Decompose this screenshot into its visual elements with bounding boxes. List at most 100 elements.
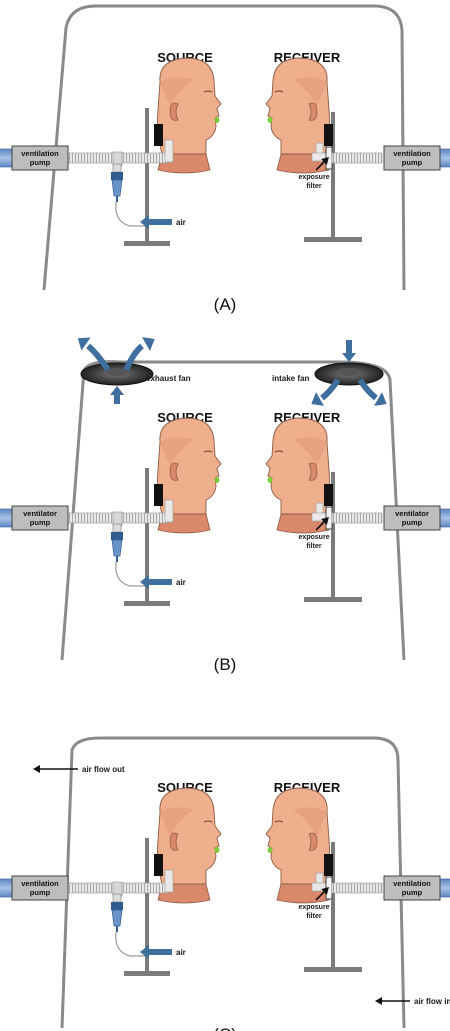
receiver-head: [265, 417, 333, 534]
ear: [308, 102, 318, 121]
air-arrow: [140, 575, 172, 589]
pump-label-line1: ventilation: [393, 879, 431, 888]
nebulizer: [111, 523, 123, 562]
air-flow-out-label: air flow out: [82, 765, 125, 774]
mount-block: [324, 124, 333, 146]
mouth: [214, 117, 220, 123]
pump-label-line1: ventilation: [21, 149, 59, 158]
pump-inlet: [0, 508, 13, 528]
air-supply-tube: [115, 931, 148, 957]
arrow-head: [321, 887, 329, 895]
air-supply-tube: [115, 201, 148, 227]
filter-label-line1: exposure: [298, 534, 329, 541]
arrow-head: [142, 337, 155, 351]
mouth: [214, 847, 220, 853]
pump-body: [383, 145, 441, 171]
head-shape: [265, 57, 330, 155]
intake-fan-hub: [339, 368, 359, 376]
intake-fan: [314, 362, 384, 386]
source-head: [154, 787, 222, 904]
filter-pointer: [315, 157, 329, 171]
pump-body: [383, 505, 441, 531]
arrow-head: [374, 392, 387, 406]
air-label: air: [176, 578, 186, 587]
arrow-shape: [140, 215, 172, 229]
intake-arrow-right: [357, 378, 387, 406]
mouth: [267, 477, 273, 483]
pump-body: [11, 505, 69, 531]
head-shading: [160, 807, 194, 836]
pump-label-line1: ventilator: [395, 509, 429, 518]
stand-pole: [331, 112, 335, 240]
air-supply-tube: [115, 561, 148, 587]
nebulizer: [111, 893, 123, 932]
exhaust-fan-label: exhaust fan: [146, 374, 191, 383]
arrow-line: [315, 891, 325, 901]
pump-label-line2: pump: [402, 518, 423, 527]
pump-label-line1: ventilator: [23, 509, 57, 518]
nebulizer-top: [111, 532, 123, 540]
head-shape: [265, 417, 330, 515]
head-shape: [157, 787, 222, 885]
air-flow-out-arrow: [33, 765, 78, 773]
receiver-hose: [331, 152, 383, 164]
receiver-stand: [304, 112, 362, 242]
arrow-line: [315, 521, 325, 531]
source-stand: [124, 838, 170, 976]
nebulizer-tee: [112, 893, 122, 903]
air-flow-in-label: air flow in: [414, 997, 450, 1006]
mount-block: [154, 124, 163, 146]
mouth: [267, 847, 273, 853]
pump-label-line1: ventilation: [393, 149, 431, 158]
filter-pointer: [315, 517, 329, 531]
source-hose-elbow: [164, 139, 174, 163]
nebulizer-top: [111, 172, 123, 180]
stand-base: [304, 597, 362, 602]
stand-pole: [145, 468, 149, 604]
receiver-stand: [304, 842, 362, 972]
panel-c: [60, 736, 406, 1029]
pump-label-line2: pump: [30, 158, 51, 167]
panel-label: (A): [214, 295, 237, 314]
intake-arrow-left: [311, 378, 341, 406]
panel-label: (C): [213, 1025, 237, 1031]
stand-base: [124, 601, 170, 606]
eye: [203, 450, 213, 453]
nebulizer-nozzle: [116, 556, 118, 562]
pump-inlet: [0, 878, 13, 898]
mount-block: [154, 854, 163, 876]
nebulizer-tee: [112, 163, 122, 173]
stand-base: [304, 967, 362, 972]
pump-inlet: [439, 508, 450, 528]
source-stand: [124, 108, 170, 246]
filter-label-line2: filter: [306, 913, 321, 920]
stand-pole: [331, 842, 335, 970]
pump-inlet: [439, 148, 450, 168]
filter-label-line1: exposure: [298, 174, 329, 181]
pump-label-line1: ventilation: [21, 879, 59, 888]
intake-fan-label: intake fan: [272, 374, 309, 383]
filter-pointer: [315, 887, 329, 901]
pump-label-line2: pump: [30, 888, 51, 897]
receiver-head: [265, 57, 333, 174]
head-shading: [293, 437, 327, 466]
exhaust-arrow-up: [110, 386, 124, 404]
pump-label-line2: pump: [402, 158, 423, 167]
arrow-shape: [140, 575, 172, 589]
nebulizer: [111, 163, 123, 202]
panel-a: [42, 4, 406, 291]
panel-b: [60, 360, 406, 661]
pump-inlet: [0, 148, 13, 168]
air-label: air: [176, 948, 186, 957]
arrow-shape: [342, 340, 356, 362]
arrow-head: [311, 392, 324, 406]
